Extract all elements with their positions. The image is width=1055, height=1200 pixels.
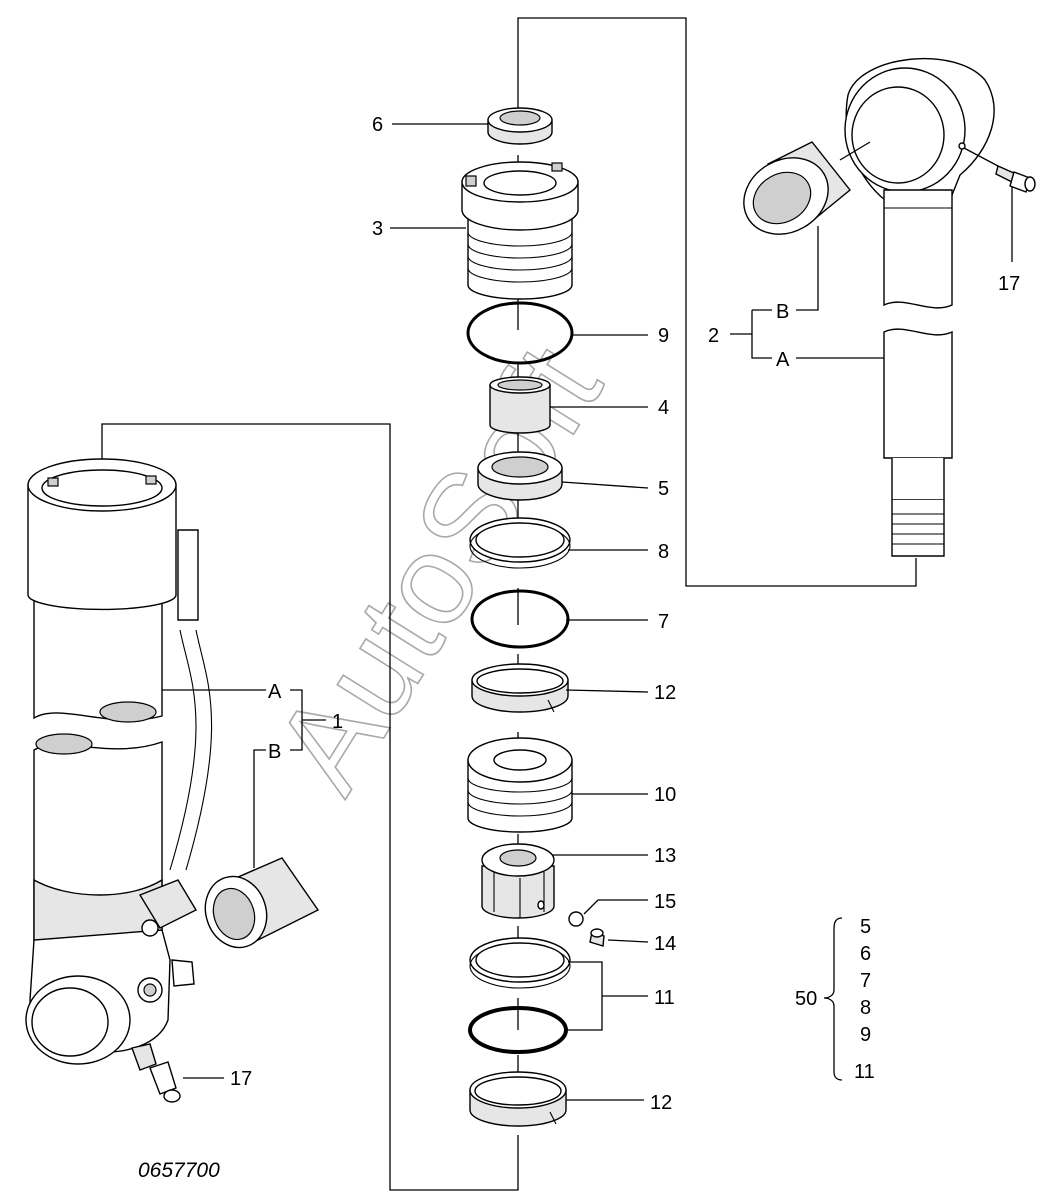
cylinder-tube-part-1 [25,458,320,1103]
part-3-gland [461,161,579,300]
callout-10: 10 [654,784,676,806]
part-10-piston [467,737,573,833]
part-8-backup-ring [469,517,571,569]
callout-15: 15 [654,891,676,913]
part-13-nut [481,843,555,919]
grease-nipple-left [131,1043,181,1103]
assembly-guide-right [517,17,917,587]
kit-item: 11 [854,1061,875,1083]
callout-14: 14 [654,933,676,955]
callout-1-b: B [268,741,281,763]
rod-assembly-part-2 [743,57,1036,557]
callout-2-b: B [776,301,789,323]
callout-7: 7 [658,611,669,633]
callout-2: 2 [708,325,719,347]
grease-nipple-right [963,147,1036,193]
callout-4: 4 [658,397,669,419]
kit-number: 50 [795,988,817,1010]
part-15-ball [568,911,584,927]
part-7-o-ring [470,589,570,649]
callout-11: 11 [654,987,675,1009]
callout-1-a: A [268,681,282,703]
kit-item: 6 [860,943,871,965]
callout-leaders [162,123,1013,1101]
callout-labels: 6 3 9 4 5 8 7 12 10 13 15 14 11 12 17 17… [230,114,1020,1114]
callout-5: 5 [658,478,669,500]
callout-12-lower: 12 [650,1092,672,1114]
part-9-o-ring [466,301,574,365]
figure-id-label: 0657700 [138,1159,220,1182]
part-4-bushing [489,376,551,434]
part-12-wear-ring-lower [469,1071,567,1127]
kit-item: 7 [860,970,871,992]
kit-item: 9 [860,1024,871,1046]
callout-17-left: 17 [230,1068,252,1090]
part-6-wiper-seal [487,107,553,145]
seal-kit-list: 50 5 6 7 8 9 11 [795,916,875,1083]
assembly-guide-left [101,423,519,1191]
watermark: AutoSoft [247,323,628,815]
callout-6: 6 [372,114,383,136]
part-11-seal-set [468,937,571,1054]
part-14-set-screw [589,928,605,947]
callout-8: 8 [658,541,669,563]
callout-9: 9 [658,325,669,347]
callout-1: 1 [332,711,343,733]
callout-12-upper: 12 [654,682,676,704]
part-5-buffer-ring [477,451,563,501]
callout-3: 3 [372,218,383,240]
part-12-wear-ring-upper [471,663,569,713]
kit-item: 8 [860,997,871,1019]
callout-2-a: A [776,349,790,371]
callout-17-right: 17 [998,273,1020,295]
callout-13: 13 [654,845,676,867]
kit-item: 5 [860,916,871,938]
